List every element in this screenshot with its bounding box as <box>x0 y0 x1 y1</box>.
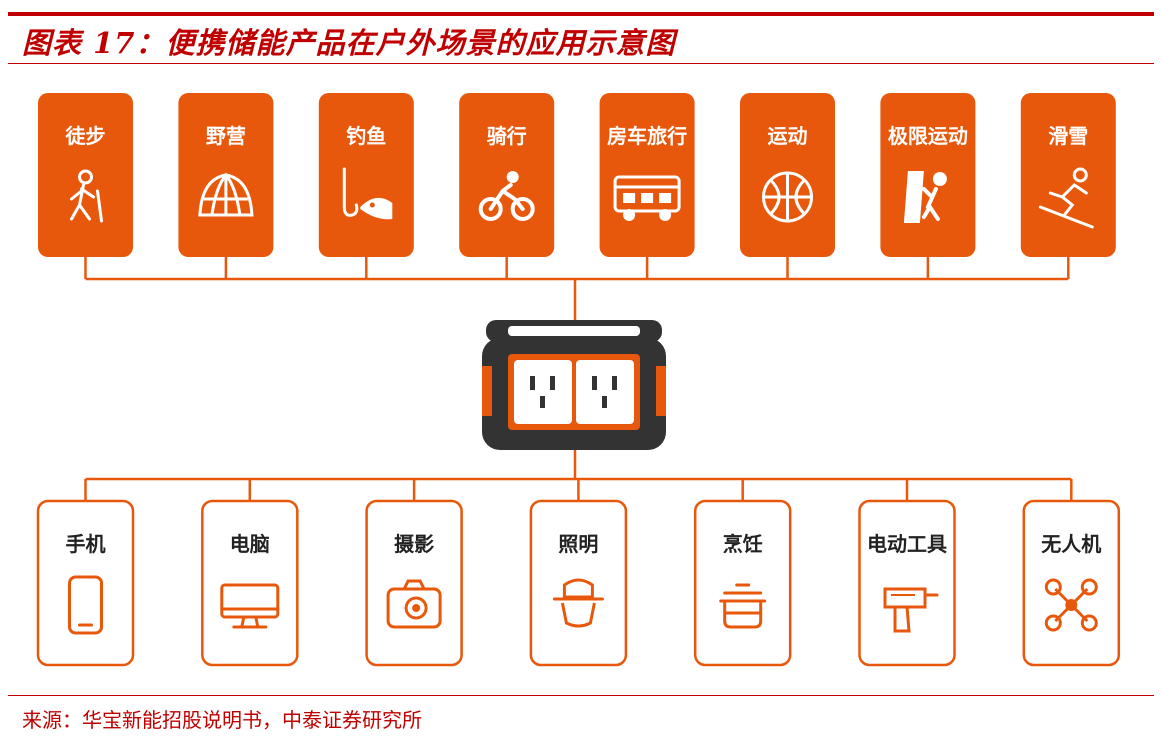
scene-label: 滑雪 <box>1048 124 1088 148</box>
climbing-icon <box>903 171 947 223</box>
scene-boxes: 徒步 野营 钓鱼 骑行 房车旅行 运动 极限运动 滑雪 <box>38 93 1116 257</box>
scene-box-1: 野营 <box>178 93 274 257</box>
device-box-2: 摄影 <box>365 499 463 667</box>
scene-label: 房车旅行 <box>607 124 687 148</box>
device-label: 无人机 <box>1041 532 1101 556</box>
connector-lines <box>84 257 1073 501</box>
tent-icon <box>198 172 254 217</box>
scene-box-5: 运动 <box>740 93 835 257</box>
monitor-icon <box>220 583 280 629</box>
hiking-icon <box>70 169 103 223</box>
title-rule <box>8 63 1154 64</box>
lamp-icon <box>552 578 604 628</box>
cycling-icon <box>478 171 535 221</box>
scene-label: 骑行 <box>487 124 527 148</box>
scene-box-2: 钓鱼 <box>318 93 414 257</box>
device-label: 电脑 <box>230 532 270 556</box>
device-boxes: 手机 电脑 摄影 照明 烹饪 电动工具 无人机 <box>36 499 1121 667</box>
fishing-icon <box>342 167 393 220</box>
device-label: 烹饪 <box>723 532 763 556</box>
device-label: 电动工具 <box>867 532 947 556</box>
scene-box-0: 徒步 <box>38 93 133 257</box>
device-box-4: 烹饪 <box>693 499 792 667</box>
device-label: 手机 <box>66 532 106 556</box>
drill-icon <box>883 587 939 633</box>
ball-icon <box>762 171 813 223</box>
device-label: 照明 <box>558 532 598 556</box>
device-box-0: 手机 <box>36 499 135 667</box>
device-box-3: 照明 <box>529 499 628 667</box>
scene-label: 运动 <box>768 124 808 148</box>
device-box-1: 电脑 <box>201 499 299 667</box>
camera-icon <box>386 579 442 629</box>
scene-label: 极限运动 <box>888 124 968 148</box>
cooking-pot-icon <box>719 583 767 629</box>
phone-icon <box>68 575 103 635</box>
scene-box-3: 骑行 <box>459 93 555 257</box>
bottom-rule <box>8 695 1154 696</box>
power-station-icon <box>482 320 666 450</box>
scene-box-6: 极限运动 <box>880 93 976 257</box>
scene-label: 野营 <box>206 124 246 148</box>
scene-label: 徒步 <box>65 124 106 148</box>
connectors <box>84 257 1073 501</box>
scene-box-4: 房车旅行 <box>599 93 695 257</box>
source-note: 来源：华宝新能招股说明书，中泰证券研究所 <box>22 708 422 732</box>
device-label: 摄影 <box>394 532 434 556</box>
device-box-6: 无人机 <box>1022 499 1121 667</box>
scene-box-7: 滑雪 <box>1020 93 1116 257</box>
drone-icon <box>1044 578 1098 632</box>
figure-title: 图表 17：便携储能产品在户外场景的应用示意图 <box>22 26 676 60</box>
scene-label: 钓鱼 <box>346 124 386 148</box>
device-box-5: 电动工具 <box>858 499 956 667</box>
rv-icon <box>613 175 681 221</box>
top-rule <box>8 12 1154 16</box>
skiing-icon <box>1038 167 1094 229</box>
